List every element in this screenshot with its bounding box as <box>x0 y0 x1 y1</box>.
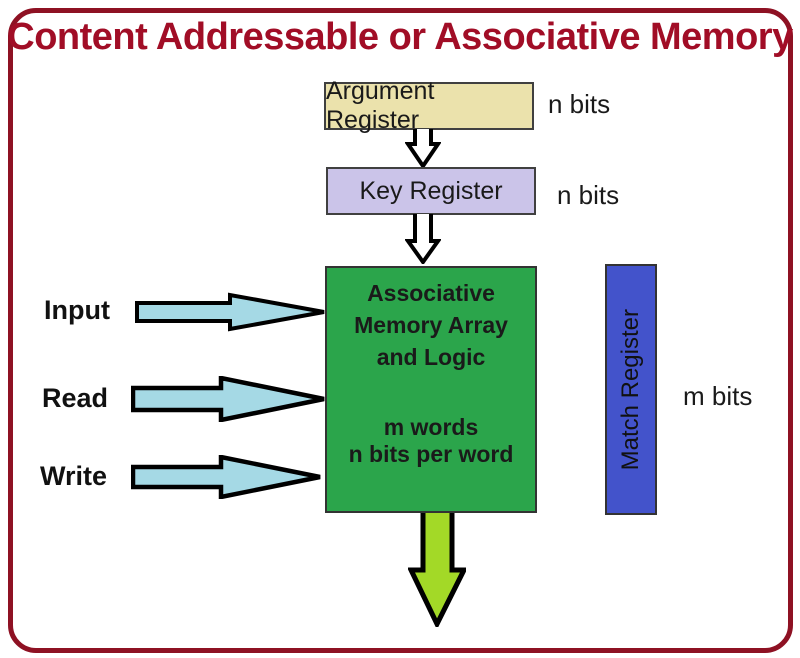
input-signal-label: Input <box>44 295 110 325</box>
key-register-width-label: n bits <box>557 180 620 210</box>
memory-array-details: m words n bits per word <box>327 414 535 468</box>
memory-array-line2: Memory Array <box>354 312 508 338</box>
diagram-border-frame <box>8 8 793 653</box>
right-arrow-shape <box>131 376 325 422</box>
memory-array-box: Associative Memory Array and Logic m wor… <box>325 266 537 513</box>
down-arrow-shape <box>405 129 441 168</box>
key-register-label: Key Register <box>359 176 503 205</box>
match-register-box: Match Register <box>605 264 657 515</box>
down-arrow-shape <box>408 513 466 627</box>
down-arrow-icon <box>405 129 441 168</box>
down-arrow-shape <box>405 214 441 264</box>
down-arrow-icon <box>405 214 441 264</box>
input-right-arrow-icon <box>135 292 325 332</box>
argument-register-width-label: n bits <box>548 89 611 119</box>
output-down-arrow-icon <box>408 513 466 627</box>
memory-array-line3: and Logic <box>376 344 486 370</box>
read-signal-label: Read <box>42 383 109 413</box>
match-register-label: Match Register <box>617 308 644 471</box>
memory-array-line1: Associative <box>367 280 495 306</box>
argument-register-box: Argument Register <box>324 77 534 134</box>
memory-array-detail2: n bits per word <box>348 441 514 467</box>
argument-register-label: Argument Register <box>326 77 435 134</box>
memory-array-detail1: m words <box>383 414 479 440</box>
key-register-box: Key Register <box>326 167 536 215</box>
right-arrow-shape <box>131 455 321 499</box>
read-right-arrow-icon <box>131 376 325 422</box>
write-right-arrow-icon <box>131 455 321 499</box>
match-register-width-label: m bits <box>683 381 753 411</box>
write-signal-label: Write <box>40 461 108 491</box>
page-title: Content Addressable or Associative Memor… <box>7 16 793 58</box>
right-arrow-shape <box>135 292 325 332</box>
memory-array-title: Associative Memory Array and Logic <box>327 277 535 373</box>
